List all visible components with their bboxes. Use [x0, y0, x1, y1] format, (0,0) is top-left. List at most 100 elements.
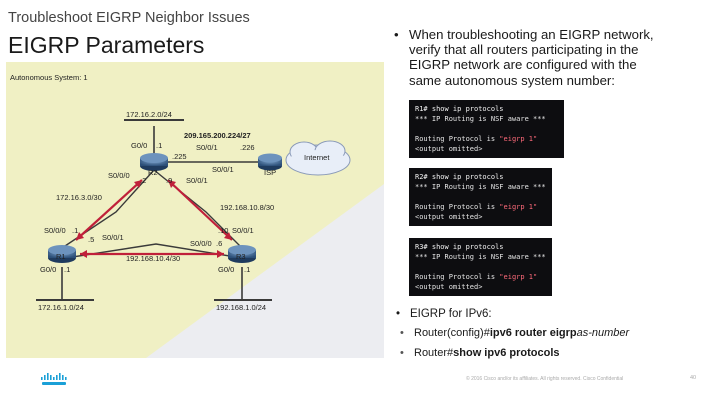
router-r2-icon [140, 153, 168, 171]
bullet-text: When troubleshooting an EIGRP network, v… [409, 27, 654, 88]
iface-label: S0/0/1 [212, 165, 234, 174]
console-line: <output omitted> [415, 283, 483, 291]
router-label: R2 [148, 168, 158, 177]
cmd-bold: show ipv6 protocols [453, 347, 560, 359]
iface-label: .225 [172, 152, 187, 161]
console-line: Routing Protocol is "eigrp 1" [415, 134, 558, 144]
console-text: Routing Protocol is [415, 135, 500, 143]
iface-label: G0/0 [218, 265, 234, 274]
ipv6-subitem: • Router# show ipv6 protocols [400, 347, 560, 359]
iface-label: .226 [240, 143, 255, 152]
arrowhead [134, 180, 142, 188]
arrowhead [224, 232, 232, 240]
cmd-prefix: Router# [414, 347, 454, 359]
console-line: Routing Protocol is "eigrp 1" [415, 202, 546, 212]
console-highlight: "eigrp 1" [499, 273, 538, 281]
page-number: 40 [690, 375, 697, 381]
cmd-bold: ipv6 router eigrp [489, 327, 577, 339]
internet-label: Internet [304, 153, 330, 162]
as-label: Autonomous System: 1 [10, 73, 88, 82]
console-text: Routing Protocol is [415, 203, 500, 211]
console-line: <output omitted> [415, 213, 483, 221]
ipv6-heading: EIGRP for IPv6: [410, 308, 492, 320]
router-label: R1 [56, 252, 66, 261]
neighbor-arrow-r2-r3 [167, 179, 233, 241]
iface-label: .6 [216, 239, 222, 248]
bullet-dot: • [400, 327, 404, 339]
internet-cloud-icon [285, 140, 351, 176]
net-label: 192.168.10.4/30 [126, 254, 180, 263]
iface-label: .1 [156, 141, 162, 150]
bullet-row: • When troubleshooting an EIGRP network,… [394, 27, 714, 88]
net-label: 192.168.1.0/24 [216, 303, 266, 312]
iface-label: S0/0/1 [102, 233, 124, 242]
console-line: Routing Protocol is "eigrp 1" [415, 272, 546, 282]
cmd-prefix: Router(config)# [414, 327, 490, 339]
topology-svg: Autonomous System: 1 Internet [6, 62, 384, 358]
ipv6-bullet: • EIGRP for IPv6: [396, 308, 492, 320]
cmd-italic: as-number [576, 327, 630, 339]
as-area [6, 62, 384, 358]
console-line [415, 124, 558, 134]
bullet-line: EIGRP network are configured with the [409, 57, 637, 73]
iface-label: G0/0 [40, 265, 56, 274]
bullet-line: verify that all routers participating in… [409, 42, 639, 58]
console-line [415, 192, 546, 202]
iface-label: .5 [88, 235, 94, 244]
console-line: *** IP Routing is NSF aware *** [415, 253, 546, 261]
slide-title: EIGRP Parameters [8, 32, 205, 58]
net-label: 172.16.2.0/24 [126, 110, 172, 119]
neighbor-arrow-r2-r1 [75, 179, 143, 241]
net-label: 172.16.3.0/30 [56, 193, 102, 202]
net-label: 192.168.10.8/30 [220, 203, 274, 212]
console-r1: R1# show ip protocols *** IP Routing is … [409, 100, 564, 158]
footer-copyright: © 2016 Cisco and/or its affiliates. All … [466, 376, 624, 382]
bullet-line: same autonomous system number: [409, 72, 615, 88]
console-line [415, 262, 546, 272]
console-line: R1# show ip protocols [415, 105, 504, 113]
arrowhead [217, 250, 224, 258]
iface-label: S0/0/1 [196, 143, 218, 152]
console-line: *** IP Routing is NSF aware *** [415, 115, 546, 123]
isp-label: ISP [264, 168, 276, 177]
iface-label: S0/0/0 [190, 239, 212, 248]
bullet-dot: • [400, 347, 404, 359]
iface-label: S0/0/1 [232, 226, 254, 235]
iface-label: .1 [244, 265, 250, 274]
iface-label: S0/0/1 [186, 176, 208, 185]
arrowhead [168, 180, 176, 188]
net-label: 209.165.200.224/27 [184, 131, 251, 140]
iface-label: .1 [64, 265, 70, 274]
console-line: R3# show ip protocols [415, 243, 504, 251]
iface-label: .1 [72, 226, 78, 235]
topology-diagram: Autonomous System: 1 Internet [6, 62, 384, 358]
arrowhead [80, 250, 87, 258]
iface-label: G0/0 [131, 141, 147, 150]
net-label: 172.16.1.0/24 [38, 303, 84, 312]
console-line: R2# show ip protocols [415, 173, 504, 181]
iface-label: .2 [140, 176, 146, 185]
router-isp-icon [258, 153, 282, 171]
ipv6-subitem: • Router(config)# ipv6 router eigrp as-n… [400, 327, 629, 339]
bullet-dot: • [396, 308, 401, 320]
console-text: Routing Protocol is [415, 273, 500, 281]
console-r3: R3# show ip protocols *** IP Routing is … [409, 238, 552, 296]
iface-label: .9 [166, 176, 172, 185]
iface-label: .10 [218, 226, 228, 235]
bullet-line: When troubleshooting an EIGRP network, [409, 27, 654, 42]
router-label: R3 [236, 252, 246, 261]
iface-label: S0/0/0 [108, 171, 130, 180]
iface-label: S0/0/0 [44, 226, 66, 235]
console-r2: R2# show ip protocols *** IP Routing is … [409, 168, 552, 226]
slide-subtitle: Troubleshoot EIGRP Neighbor Issues [8, 10, 250, 26]
bullet-dot: • [394, 27, 399, 42]
console-highlight: "eigrp 1" [499, 135, 538, 143]
console-line: *** IP Routing is NSF aware *** [415, 183, 546, 191]
router-r1-icon [48, 245, 76, 263]
console-line: <output omitted> [415, 145, 483, 153]
main-bullet: • When troubleshooting an EIGRP network,… [394, 27, 714, 88]
console-highlight: "eigrp 1" [499, 203, 538, 211]
arrowhead [76, 232, 84, 240]
cisco-logo-icon [40, 372, 68, 391]
router-r3-icon [228, 245, 256, 263]
